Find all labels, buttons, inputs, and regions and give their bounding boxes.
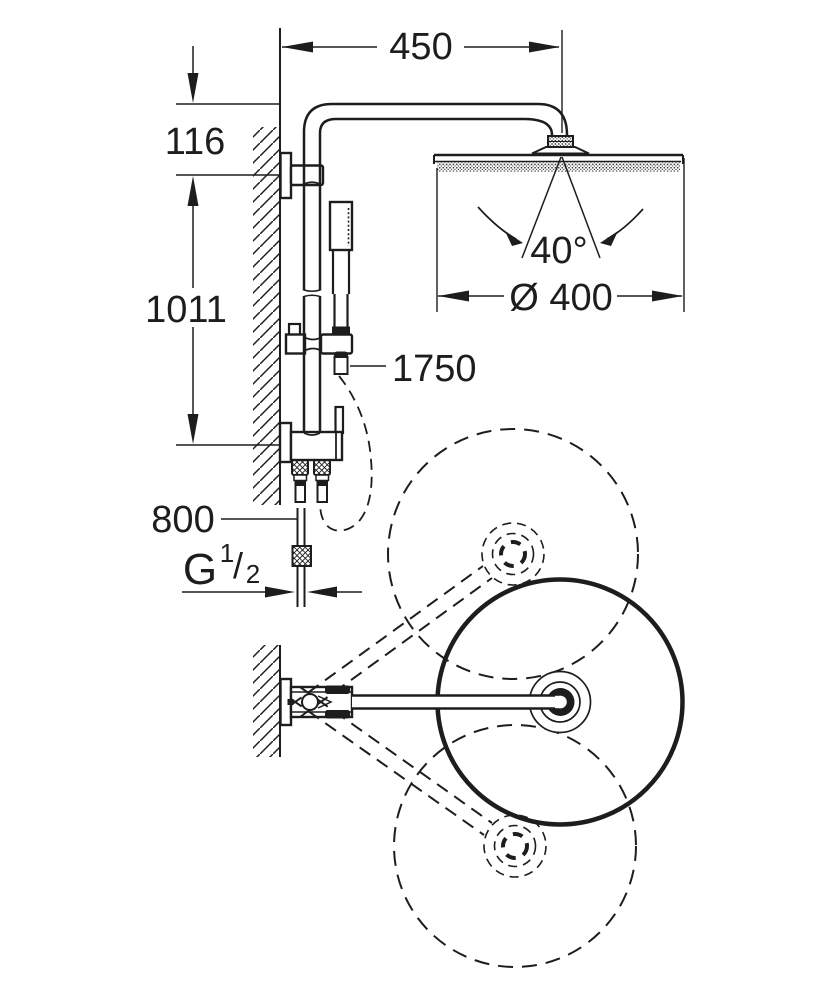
plan-wall-bracket <box>253 645 354 757</box>
valve-wall-flange <box>278 421 293 464</box>
spray-angle-label: 40° <box>530 230 587 272</box>
shower-hose: 1750 <box>319 348 477 532</box>
angle-arrowhead-left <box>505 231 523 246</box>
swivel-arm-dashed <box>290 565 493 836</box>
swivel-lower-hub <box>483 814 547 878</box>
thread-slash: / <box>233 545 243 586</box>
dim-450-label: 450 <box>389 26 452 68</box>
dim-diameter-label: Ø 400 <box>509 277 613 319</box>
dimension-1011: 1011 <box>145 174 281 446</box>
spray-face <box>437 162 680 172</box>
top-view-swivel-range <box>253 428 685 968</box>
dimension-450: 450 <box>282 26 563 133</box>
dimension-116: 116 <box>165 46 281 163</box>
tailpiece-left <box>294 484 306 503</box>
supply-connections <box>291 459 331 607</box>
hand-shower-head <box>328 200 354 252</box>
wall-section <box>253 28 281 505</box>
hand-shower-handle <box>331 250 351 328</box>
dimension-800: 800 <box>151 499 297 541</box>
plan-wall-hatching <box>253 645 280 757</box>
swivel-position-lower-circle <box>393 724 637 968</box>
head-shower <box>433 135 684 172</box>
swivel-position-upper-circle <box>387 428 639 680</box>
shower-pipes <box>302 102 569 436</box>
valve-body <box>289 430 344 462</box>
dimension-thread-g12: G 1 / 2 <box>182 538 362 598</box>
dim-116-label: 116 <box>165 121 226 163</box>
flex-hose-braid <box>291 545 312 567</box>
union-nut-left <box>291 459 309 476</box>
dim-1750-label: 1750 <box>392 348 477 390</box>
pipe-break <box>303 289 321 298</box>
hand-shower <box>328 200 354 328</box>
plan-hub-and-arm <box>352 670 592 734</box>
wall-hatching <box>253 127 280 505</box>
swivel-upper-hub <box>481 522 545 586</box>
side-view: 40° 450 116 1011 <box>145 26 685 607</box>
thread-letter: G <box>183 545 217 594</box>
dimension-diameter-400: Ø 400 <box>436 158 685 319</box>
hose-connector <box>333 356 349 375</box>
dim-1011-label: 1011 <box>145 289 227 331</box>
top-wall-bracket <box>279 151 325 200</box>
shower-arm-outer <box>302 102 569 431</box>
dim-800-label: 800 <box>151 499 214 541</box>
head-dome <box>531 146 590 155</box>
plan-pivot <box>301 693 319 711</box>
hand-shower-holder <box>319 333 354 355</box>
hose-dashed-path <box>319 375 373 532</box>
angle-arrowhead-right <box>600 231 618 246</box>
union-nut-right <box>313 459 331 476</box>
thread-denominator: 2 <box>246 559 260 589</box>
thread-numerator: 1 <box>220 538 234 568</box>
spray-angle-annotation: 40° <box>477 156 644 272</box>
tailpiece-right <box>316 484 328 503</box>
diverter-lever <box>334 405 345 435</box>
shower-arm-inner <box>318 117 554 431</box>
